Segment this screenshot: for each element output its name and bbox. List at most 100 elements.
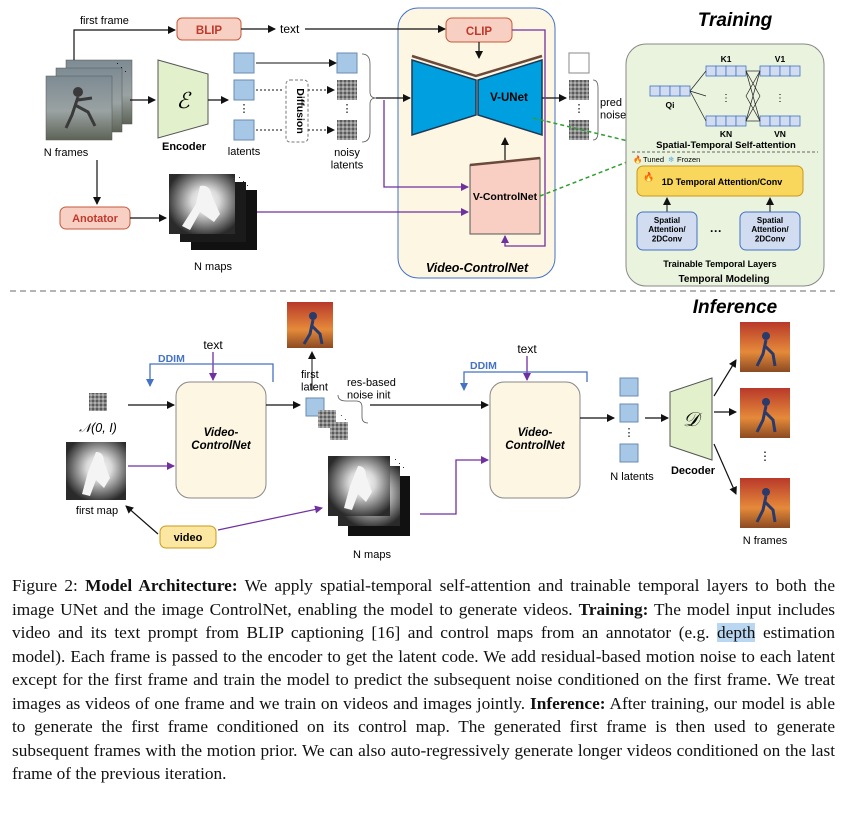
noise-input-square bbox=[89, 393, 107, 411]
v-1-label: V1 bbox=[775, 54, 786, 64]
clip-label: CLIP bbox=[466, 26, 493, 38]
inference-latents-stack: ·· bbox=[305, 394, 369, 440]
noise-dist-label: 𝒩(0, I) bbox=[79, 421, 117, 435]
noisy-latents-column: ⋮ bbox=[336, 52, 377, 143]
video-controlnet-label-2: Video-ControlNet bbox=[505, 427, 566, 452]
inference-maps-stack: ··· bbox=[328, 454, 410, 536]
flame-icon-temporal: 🔥 bbox=[643, 171, 654, 182]
temporal-modeling-label: Temporal Modeling bbox=[679, 274, 770, 285]
video-controlnet-panel bbox=[397, 7, 556, 279]
svg-text:·: · bbox=[340, 411, 343, 420]
first-map-label: first map bbox=[76, 505, 118, 517]
k-1-label: K1 bbox=[721, 54, 732, 64]
training-text-1: The model input includes video and its t… bbox=[12, 599, 836, 643]
model-architecture-heading: Model Architecture: bbox=[85, 576, 238, 595]
video-label: video bbox=[174, 532, 203, 544]
decoder-label: Decoder bbox=[671, 465, 716, 477]
svg-text:⋮: ⋮ bbox=[721, 93, 731, 104]
output-frames: ⋮ bbox=[740, 322, 790, 528]
svg-text:·: · bbox=[238, 172, 241, 182]
trainable-temporal-layers-label: Trainable Temporal Layers bbox=[663, 259, 776, 269]
encoder-block bbox=[157, 59, 209, 139]
ddim-label-1: DDIM bbox=[158, 353, 185, 365]
svg-text:·: · bbox=[398, 458, 401, 468]
video-controlnet-label-1: Video-ControlNet bbox=[191, 427, 252, 452]
k-n-label: KN bbox=[720, 129, 732, 139]
diffusion-label: Diffusion bbox=[294, 88, 306, 134]
inference-text: After training, our model is able to gen… bbox=[12, 693, 836, 784]
svg-text:⋮: ⋮ bbox=[775, 93, 785, 104]
highlighted-word: depth bbox=[717, 623, 756, 642]
blip-label: BLIP bbox=[196, 25, 223, 37]
model-architecture-text: We apply spatial-temporal self-attention… bbox=[12, 576, 835, 619]
tuned-label: Tuned bbox=[643, 155, 664, 164]
architecture-figure: Training Video-ControlNet ··· N frames f… bbox=[10, 7, 835, 561]
spatial-attention-box-2 bbox=[739, 211, 801, 251]
q-i-label: Qi bbox=[666, 100, 675, 110]
training-heading: Training: bbox=[578, 599, 649, 619]
video-controlnet-block-2 bbox=[489, 381, 581, 499]
figure-caption: Figure 2: Model Architecture: We apply s… bbox=[12, 574, 835, 786]
svg-text:⋮: ⋮ bbox=[759, 449, 771, 463]
text-label-inference-2: text bbox=[517, 342, 537, 356]
latents-label: latents bbox=[228, 146, 261, 158]
text-label-inference-1: text bbox=[203, 338, 223, 352]
n-frames-label: N frames bbox=[44, 147, 89, 159]
decoder-symbol: 𝒟 bbox=[683, 409, 703, 431]
encoder-symbol: ℰ bbox=[176, 88, 192, 113]
encoder-label: Encoder bbox=[162, 141, 207, 153]
svg-text:·: · bbox=[120, 62, 123, 72]
n-latents-label: N latents bbox=[610, 471, 654, 483]
first-frame-label: first frame bbox=[80, 15, 129, 27]
svg-text:⋮: ⋮ bbox=[624, 427, 635, 439]
svg-text:·: · bbox=[344, 415, 347, 424]
input-frames-stack: ··· bbox=[45, 58, 133, 141]
v-unet-decoder-half bbox=[477, 58, 543, 137]
v-unet-label: V-UNet bbox=[490, 92, 528, 104]
svg-text:·: · bbox=[402, 462, 405, 472]
anotator-label: Anotator bbox=[72, 213, 119, 225]
svg-text:·: · bbox=[242, 176, 245, 186]
snowflake-icon: ❄ bbox=[668, 155, 674, 164]
diffusion-box bbox=[285, 79, 309, 143]
video-controlnet-block-1 bbox=[175, 381, 267, 499]
temporal-attention-box bbox=[636, 165, 804, 197]
ellipsis-between-spatial: ··· bbox=[710, 224, 722, 238]
v-controlnet-label: V-ControlNet bbox=[473, 191, 538, 203]
svg-text:·: · bbox=[246, 180, 249, 190]
training-title: Training bbox=[698, 10, 773, 31]
attention-diagram: ⋮ ⋮ bbox=[649, 65, 801, 127]
generated-first-frame bbox=[287, 302, 333, 348]
control-maps-stack: ··· bbox=[169, 172, 257, 250]
svg-text:⋮: ⋮ bbox=[574, 103, 585, 115]
latents-column: ⋮ bbox=[233, 52, 255, 141]
pred-noise-column: ⋮ bbox=[568, 52, 599, 141]
v-n-label: VN bbox=[774, 129, 786, 139]
ddim-label-2: DDIM bbox=[470, 360, 497, 372]
n-maps-label-inference: N maps bbox=[353, 549, 391, 561]
controlnet-to-temporal-link bbox=[539, 159, 633, 197]
svg-text:·: · bbox=[124, 66, 127, 76]
video-box bbox=[159, 525, 217, 549]
inference-title: Inference bbox=[693, 297, 778, 318]
figure-label: Figure 2: bbox=[12, 576, 78, 595]
svg-text:·: · bbox=[394, 454, 397, 464]
spatial-attention-box-1 bbox=[636, 211, 698, 251]
training-text-2: estimation model). Each frame is passed … bbox=[12, 623, 835, 713]
n-maps-label-training: N maps bbox=[194, 261, 232, 273]
video-controlnet-panel-label: Video-ControlNet bbox=[426, 261, 529, 275]
temporal-attention-label: 1D Temporal Attention/Conv bbox=[662, 177, 783, 187]
decoder-block bbox=[669, 377, 713, 461]
v-unet-encoder-half bbox=[411, 58, 477, 137]
spatial-temporal-self-attention-label: Spatial-Temporal Self-attention bbox=[656, 140, 796, 151]
n-frames-output-label: N frames bbox=[743, 535, 788, 547]
text-label-training: text bbox=[280, 22, 300, 36]
n-latents-column: ⋮ bbox=[619, 377, 639, 463]
svg-text:⋮: ⋮ bbox=[342, 103, 353, 115]
